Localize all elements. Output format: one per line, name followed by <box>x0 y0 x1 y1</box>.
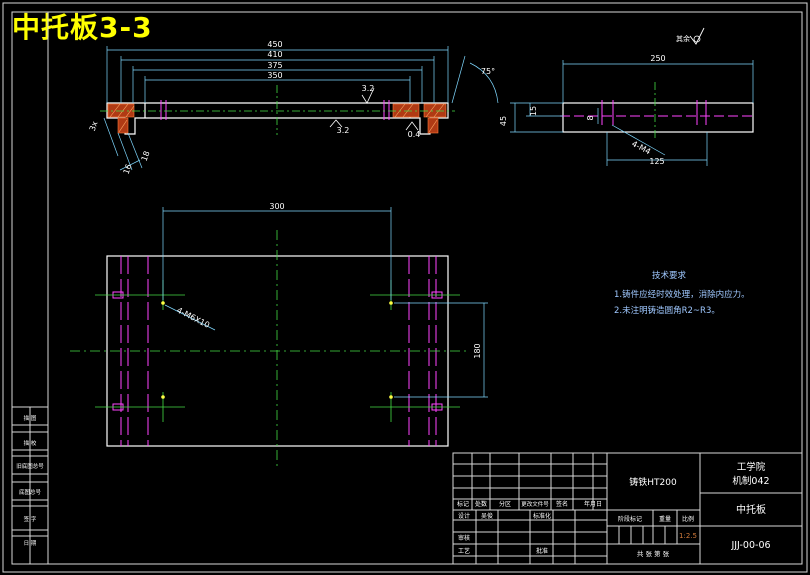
tb-sheets: 共 张 第 张 <box>637 549 670 558</box>
tb-standard-label: 标准化 <box>533 512 551 520</box>
notes-line-2: 2.未注明铸造圆角R2~R3。 <box>614 305 720 316</box>
tb-scale-label: 比例 <box>682 515 694 523</box>
dim-350: 350 <box>267 71 282 80</box>
dim-16: 16 <box>122 163 134 176</box>
dim-450: 450 <box>267 40 282 49</box>
front-section-view: 450 410 375 350 75° 3.2 3.2 0.4 3x 16 18 <box>88 40 499 176</box>
dim-8: 8 <box>586 115 595 120</box>
tb-design-name: 吴俊 <box>481 512 493 520</box>
dim-angle-75: 75° <box>481 67 495 76</box>
dim-250: 250 <box>650 54 665 63</box>
tb-school-line2: 机制042 <box>732 475 769 487</box>
notes-heading: 技术要求 <box>652 270 687 281</box>
roughness-0-4: 0.4 <box>408 130 421 139</box>
dim-15: 15 <box>529 106 538 116</box>
dim-18: 18 <box>140 150 152 163</box>
dim-chamfer-3x: 3x <box>88 120 100 133</box>
tb-check-label: 审核 <box>458 534 470 542</box>
left-label-trace: 描 图 <box>24 414 37 422</box>
tb-material: 铸铁HT200 <box>629 476 677 488</box>
tb-drawing-no: JJJ-00-06 <box>730 540 770 551</box>
left-label-trace-check: 描 校 <box>24 439 37 447</box>
dim-45: 45 <box>499 116 508 126</box>
tb-h-zone: 分区 <box>499 500 511 508</box>
tb-h-mark: 标记 <box>457 500 469 508</box>
tb-h-date: 年月日 <box>584 500 602 508</box>
drawing-title: 中托板3-3 <box>12 11 153 44</box>
tb-h-docno: 更改文件号 <box>521 500 549 508</box>
tb-process-label: 工艺 <box>458 547 470 555</box>
dim-300: 300 <box>269 202 284 211</box>
left-label-base-no: 底图总号 <box>19 488 42 496</box>
general-roughness-mark: 其余 <box>676 27 705 45</box>
side-view: 250 45 15 8 125 4-M4 <box>499 54 754 166</box>
dim-side-holes: 4-M4 <box>630 139 652 156</box>
dim-410: 410 <box>267 50 282 59</box>
tb-school-line1: 工学院 <box>737 461 766 473</box>
tb-design-label: 设计 <box>458 512 470 520</box>
tb-h-count: 处数 <box>475 500 487 508</box>
tb-weight-label: 重量 <box>659 515 671 523</box>
dim-125: 125 <box>649 157 664 166</box>
roughness-rest-label: 其余 <box>676 34 690 43</box>
left-label-old-base-no: 旧底图总号 <box>16 462 44 470</box>
tb-approve-label: 批准 <box>536 547 548 555</box>
left-label-date: 日 期 <box>24 540 37 547</box>
tb-stage-label: 阶段标记 <box>618 515 642 523</box>
left-register-column <box>12 406 48 564</box>
dim-plan-holes: 4-M6X10 <box>175 306 211 330</box>
roughness-3-2-upper: 3.2 <box>362 84 375 93</box>
notes-line-1: 1.铸件应经时效处理，消除内应力。 <box>614 289 750 300</box>
left-label-signature: 签 字 <box>24 515 37 523</box>
title-block <box>452 452 803 565</box>
tb-scale-value: 1:2.5 <box>679 532 697 540</box>
dim-180: 180 <box>473 343 482 358</box>
plan-view: 300 180 4-M6X10 <box>70 202 488 470</box>
tb-part-name: 中托板 <box>736 503 766 516</box>
roughness-3-2-lower: 3.2 <box>337 126 350 135</box>
tb-h-sign: 签名 <box>556 500 568 508</box>
technical-notes: 技术要求 1.铸件应经时效处理，消除内应力。 2.未注明铸造圆角R2~R3。 <box>614 270 750 316</box>
dim-375: 375 <box>267 61 282 70</box>
